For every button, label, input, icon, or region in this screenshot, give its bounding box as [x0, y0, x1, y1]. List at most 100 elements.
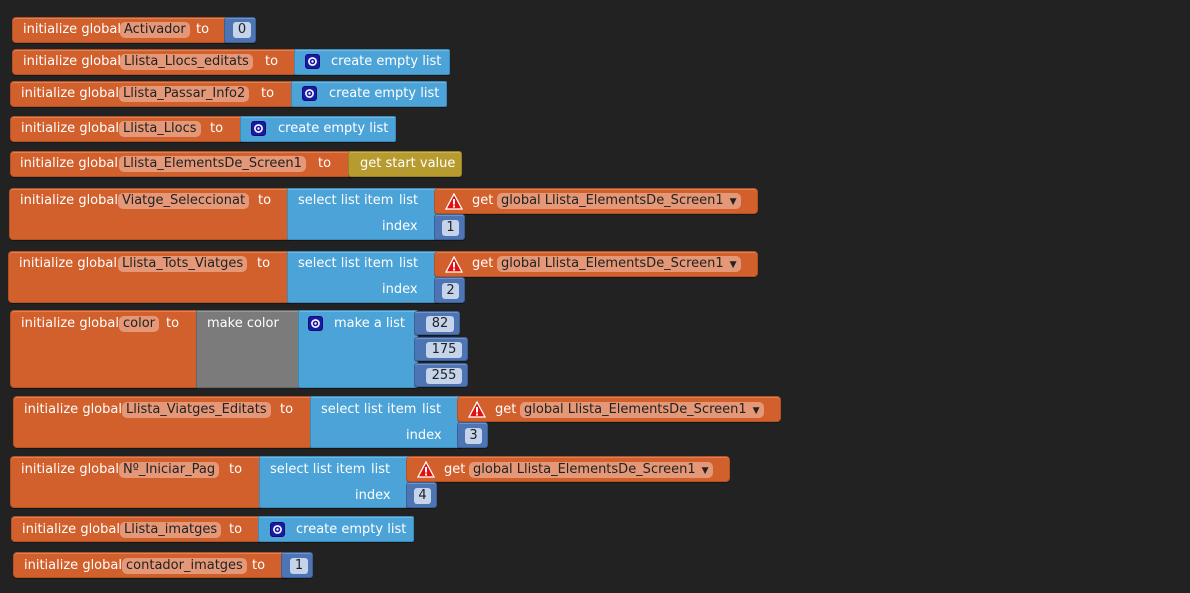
number-value[interactable]: 2: [442, 283, 459, 299]
create-empty-list-block[interactable]: create empty list: [294, 49, 450, 75]
init-global-block-color[interactable]: initialize global color to: [10, 310, 200, 388]
gear-icon[interactable]: [308, 316, 323, 331]
number-value[interactable]: 255: [426, 368, 462, 384]
variable-name-field[interactable]: Llista_ElementsDe_Screen1: [119, 156, 306, 172]
variable-name-field[interactable]: Llista_Llocs: [119, 121, 201, 137]
number-value[interactable]: 0: [233, 22, 251, 38]
number-value[interactable]: 82: [426, 316, 454, 332]
select-list-item-block[interactable]: select list item list index: [287, 188, 439, 240]
init-global-block-contador-imatges[interactable]: initialize global contador_imatges to: [13, 552, 289, 578]
init-global-block-llista-llocs-editats[interactable]: initialize global Llista_Llocs_editats t…: [12, 49, 302, 75]
init-global-label: initialize global: [21, 86, 119, 101]
make-color-label: make color: [207, 316, 279, 331]
get-variable-block[interactable]: get global Llista_ElementsDe_Screen1▼: [457, 396, 781, 422]
create-empty-list-block[interactable]: create empty list: [240, 116, 396, 142]
number-block[interactable]: 2: [434, 277, 465, 303]
number-value[interactable]: 3: [465, 428, 482, 444]
number-value[interactable]: 1: [442, 220, 459, 236]
init-global-block-n-iniciar-pag[interactable]: initialize global Nº_Iniciar_Pag to: [10, 456, 264, 508]
variable-dropdown[interactable]: global Llista_ElementsDe_Screen1▼: [520, 402, 764, 418]
init-global-block-llista-tots-viatges[interactable]: initialize global Llista_Tots_Viatges to: [8, 251, 292, 303]
variable-name-field[interactable]: Llista_Passar_Info2: [119, 86, 250, 102]
variable-name-field[interactable]: Viatge_Seleccionat: [118, 193, 250, 209]
init-global-block-viatge-seleccionat[interactable]: initialize global Viatge_Seleccionat to: [9, 188, 292, 240]
init-global-block-llista-passar-info2[interactable]: initialize global Llista_Passar_Info2 to: [10, 81, 300, 107]
variable-dropdown-value: global Llista_ElementsDe_Screen1: [501, 256, 724, 271]
variable-dropdown[interactable]: global Llista_ElementsDe_Screen1 ▼: [469, 462, 713, 478]
to-label: to: [265, 54, 279, 69]
select-list-item-block[interactable]: select list item list index: [310, 396, 462, 448]
get-label: get: [495, 402, 517, 417]
variable-name-field[interactable]: Nº_Iniciar_Pag: [119, 462, 220, 478]
select-list-item-label: select list item: [321, 402, 417, 417]
init-global-block-llista-llocs[interactable]: initialize global Llista_Llocs to: [10, 116, 248, 142]
to-label: to: [229, 522, 243, 537]
get-variable-block[interactable]: get global Llista_ElementsDe_Screen1▼: [434, 188, 758, 214]
init-global-label: initialize global: [24, 558, 122, 573]
gear-icon[interactable]: [270, 522, 285, 537]
variable-dropdown[interactable]: global Llista_ElementsDe_Screen1 ▼: [497, 256, 741, 272]
init-global-label: initialize global: [19, 256, 117, 271]
variable-dropdown-value: global Llista_ElementsDe_Screen1: [524, 402, 747, 417]
make-a-list-block[interactable]: make a list: [298, 310, 418, 388]
variable-name-field[interactable]: Llista_Llocs_editats: [120, 54, 253, 70]
warning-triangle-icon[interactable]: [445, 193, 463, 210]
get-variable-block[interactable]: get global Llista_ElementsDe_Screen1▼: [406, 456, 730, 482]
warning-triangle-icon[interactable]: [468, 401, 486, 418]
variable-name-field[interactable]: contador_imatges: [122, 558, 247, 574]
init-global-block-activador[interactable]: initialize global Activador to: [12, 17, 231, 43]
get-variable-block[interactable]: get global Llista_ElementsDe_Screen1 ▼: [434, 251, 758, 277]
number-block[interactable]: 1: [281, 552, 313, 578]
variable-name-field[interactable]: Llista_Tots_Viatges: [118, 256, 248, 272]
to-label: to: [261, 86, 275, 101]
init-global-label: initialize global: [23, 22, 121, 37]
warning-triangle-icon[interactable]: [417, 461, 435, 478]
create-empty-list-label: create empty list: [278, 121, 389, 136]
index-socket-label: index: [406, 428, 442, 443]
to-label: to: [210, 121, 224, 136]
select-list-item-label: select list item: [298, 193, 394, 208]
get-label: get: [472, 256, 494, 271]
variable-dropdown-value: global Llista_ElementsDe_Screen1: [473, 462, 696, 477]
gear-icon[interactable]: [302, 86, 317, 101]
number-block[interactable]: 175: [414, 337, 468, 361]
number-value[interactable]: 4: [414, 488, 431, 504]
get-start-value-block[interactable]: get start value: [348, 151, 462, 177]
gear-icon[interactable]: [251, 121, 266, 136]
number-value[interactable]: 175: [426, 342, 462, 358]
create-empty-list-block[interactable]: create empty list: [258, 516, 414, 542]
create-empty-list-block[interactable]: create empty list: [291, 81, 447, 107]
number-block[interactable]: 0: [224, 17, 256, 43]
to-label: to: [257, 256, 271, 271]
init-global-block-llista-imatges[interactable]: initialize global Llista_imatges to: [11, 516, 264, 542]
select-list-item-label: select list item: [298, 256, 394, 271]
warning-triangle-icon[interactable]: [445, 256, 463, 273]
create-empty-list-label: create empty list: [331, 54, 442, 69]
select-list-item-block[interactable]: select list item list index: [287, 251, 439, 303]
variable-name-field[interactable]: color: [119, 316, 160, 332]
gear-icon[interactable]: [305, 54, 320, 69]
init-global-label: initialize global: [24, 402, 122, 417]
variable-name-field[interactable]: Activador: [120, 22, 190, 38]
init-global-block-llista-viatges-editats[interactable]: initialize global Llista_Viatges_Editats…: [13, 396, 315, 448]
init-global-block-llista-elementsde-screen1[interactable]: initialize global Llista_ElementsDe_Scre…: [10, 151, 355, 177]
variable-name-field[interactable]: Llista_imatges: [120, 522, 222, 538]
get-label: get: [472, 193, 494, 208]
variable-dropdown[interactable]: global Llista_ElementsDe_Screen1▼: [497, 193, 741, 209]
variable-name-field[interactable]: Llista_Viatges_Editats: [122, 402, 271, 418]
number-block[interactable]: 4: [406, 482, 437, 508]
make-color-block[interactable]: make color: [196, 310, 300, 388]
number-block[interactable]: 3: [457, 422, 488, 448]
number-value[interactable]: 1: [290, 558, 308, 574]
chevron-down-icon: ▼: [701, 466, 709, 476]
init-global-label: initialize global: [23, 54, 121, 69]
number-block[interactable]: 255: [414, 363, 468, 387]
create-empty-list-label: create empty list: [296, 522, 407, 537]
index-socket-label: index: [382, 282, 418, 297]
chevron-down-icon: ▼: [729, 260, 737, 270]
select-list-item-block[interactable]: select list item list index: [259, 456, 411, 508]
list-socket-label: list: [422, 402, 442, 417]
to-label: to: [252, 558, 266, 573]
number-block[interactable]: 82: [414, 311, 460, 335]
number-block[interactable]: 1: [434, 214, 465, 240]
